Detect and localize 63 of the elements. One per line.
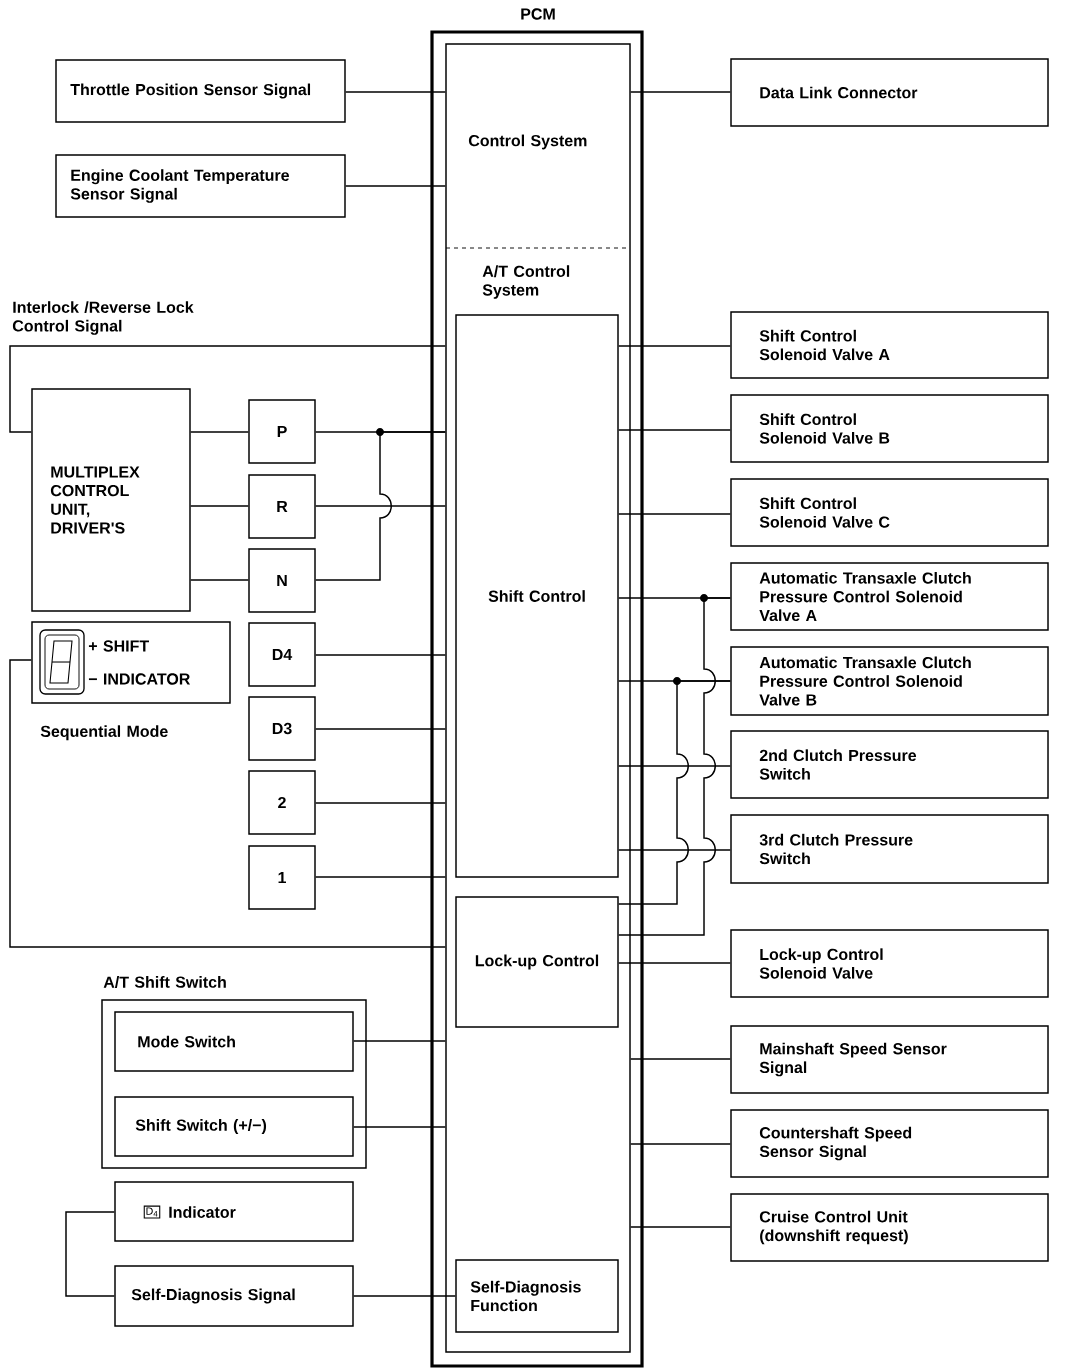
signal-box: Shift Control Solenoid Valve C: [730, 478, 1049, 547]
connector-line: [315, 428, 446, 581]
connector-line: [630, 1058, 731, 1060]
connector-line: [65, 1211, 115, 1297]
signal-box: 3rd Clutch Pressure Switch: [730, 814, 1049, 884]
position-box: D4: [248, 622, 316, 687]
control-block: Shift Control: [455, 314, 619, 878]
connector-line: [618, 849, 731, 851]
position-box: D3: [248, 696, 316, 761]
signal-box: Shift Control Solenoid Valve A: [730, 311, 1049, 379]
node-label: A/T Shift Switch: [103, 976, 226, 988]
connector-line: [630, 1226, 731, 1228]
signal-box: Countershaft Speed Sensor Signal: [730, 1109, 1049, 1178]
signal-box: 2nd Clutch Pressure Switch: [730, 730, 1049, 799]
signal-box: Shift Control Solenoid Valve B: [730, 394, 1049, 463]
signal-box: Lock-up Control Solenoid Valve: [730, 929, 1049, 998]
position-box: 2: [248, 770, 316, 835]
position-box: 1: [248, 845, 316, 910]
signal-box: Self-Diagnosis Signal: [114, 1265, 354, 1327]
connector-line: [630, 91, 731, 93]
connector-line: [9, 345, 446, 433]
connector-line: [190, 505, 249, 507]
connector-line: [190, 579, 249, 581]
signal-box: Automatic Transaxle Clutch Pressure Control Solenoid Valve A: [730, 562, 1049, 631]
connector-line: [315, 505, 446, 507]
connector-line: [618, 429, 731, 431]
connector-line: [618, 962, 731, 964]
connector-line: [630, 1143, 731, 1145]
position-box: R: [248, 474, 316, 539]
signal-box: Data Link Connector: [730, 58, 1049, 127]
control-unit-box: MULTIPLEX CONTROL UNIT, DRIVER'S: [31, 388, 191, 612]
connector-line: [345, 91, 446, 93]
signal-label: Interlock /Reverse Lock Control Signal: [12, 301, 194, 335]
connector-line: [618, 345, 731, 347]
shift-indicator-box: + SHIFT − INDICATOR: [31, 621, 231, 704]
position-box: P: [248, 399, 316, 464]
connector-line: [315, 876, 446, 878]
connector-line: [618, 594, 731, 936]
node-label: PCM: [521, 8, 555, 20]
connector-line: [315, 802, 446, 804]
switch-box: Mode Switch: [114, 1011, 354, 1072]
signal-box: Cruise Control Unit (downshift request): [730, 1193, 1049, 1262]
signal-box: Engine Coolant Temperature Sensor Signal: [55, 154, 346, 218]
connector-line: [618, 513, 731, 515]
control-block: Lock-up Control: [455, 896, 619, 1028]
control-block: Self-Diagnosis Function: [455, 1259, 619, 1333]
signal-box: Automatic Transaxle Clutch Pressure Control Solenoid Valve B: [730, 646, 1049, 716]
connector-line: [190, 431, 249, 433]
position-box: N: [248, 548, 316, 613]
connector-line: [353, 1126, 446, 1128]
mode-caption: Sequential Mode: [40, 725, 168, 741]
indicator-box: D$_{4}$ Indicator: [114, 1181, 354, 1242]
connector-line: [315, 728, 446, 730]
signal-box: Throttle Position Sensor Signal: [55, 59, 346, 123]
switch-box: Shift Switch (+/−): [114, 1096, 354, 1157]
connector-line: [345, 185, 446, 187]
connector-line: [618, 765, 731, 767]
connector-line: [315, 654, 446, 656]
connector-line: [353, 1040, 446, 1042]
signal-box: Mainshaft Speed Sensor Signal: [730, 1025, 1049, 1094]
connector-line: [9, 659, 446, 948]
connector-line: [618, 677, 731, 905]
connector-line: [353, 1295, 456, 1297]
